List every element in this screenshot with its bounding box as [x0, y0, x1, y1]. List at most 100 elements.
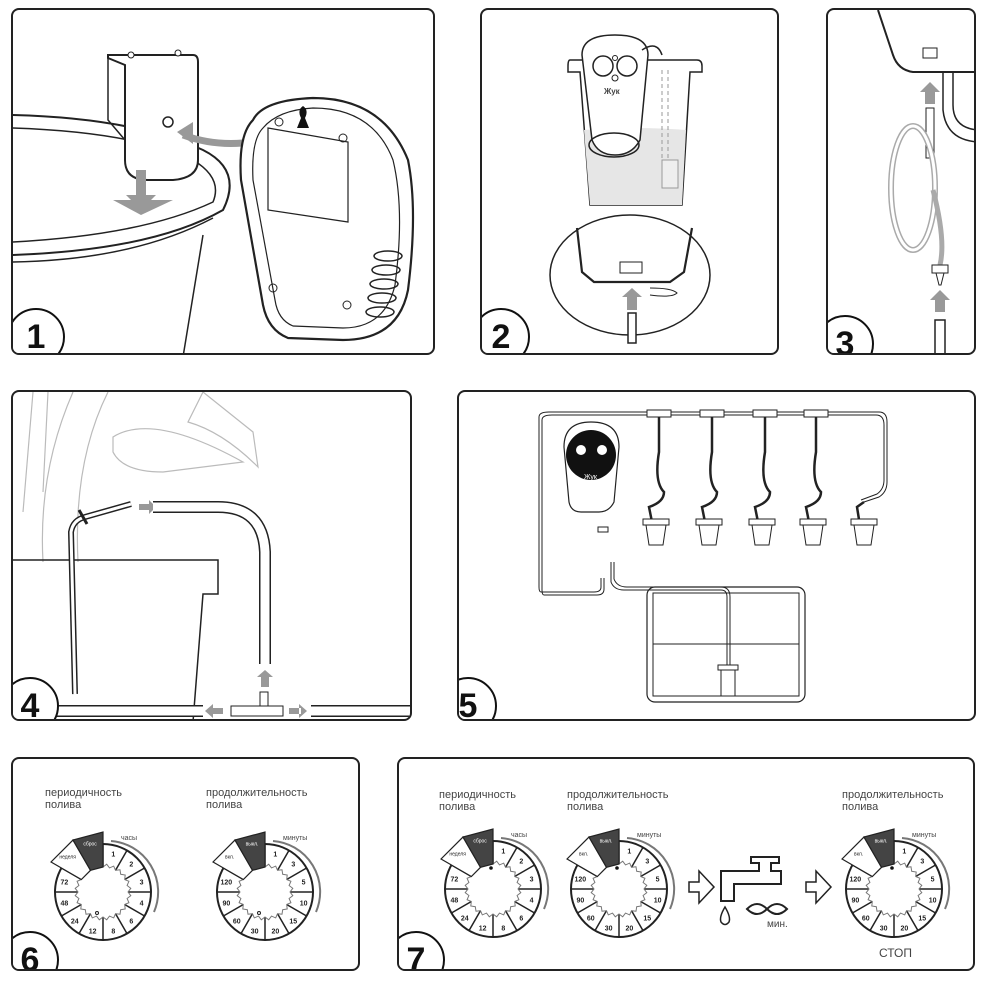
dial-pointer-dot: [257, 911, 261, 915]
dial-tick-label: 48: [450, 897, 458, 904]
dial-tick-label: 5: [931, 877, 935, 884]
dial-divider: [594, 910, 608, 931]
dial-pointer-dot: [615, 866, 619, 870]
dial-tick-label: 72: [60, 880, 68, 887]
dial-tab-white-label: вкл.: [854, 852, 863, 858]
dial-hub: [865, 860, 923, 918]
dial-scale-arc: [110, 840, 160, 913]
dial-tab-white-label: вкл.: [579, 852, 588, 858]
arrow-right-icon: [688, 869, 716, 905]
dial-unit-label: часы: [511, 832, 527, 839]
dial-tick-label: 3: [140, 880, 144, 887]
step-2-illustration: [549, 34, 711, 344]
dial-tick-label: 3: [645, 859, 649, 866]
step-number-badge: 1: [13, 308, 65, 353]
dial-tick-label: 10: [300, 900, 308, 907]
duration-title-final: продолжительность полива: [842, 789, 944, 813]
dial-tab-dark: [863, 828, 895, 869]
dial-pointer-dot: [489, 866, 493, 870]
panel-step-2: Жук 2: [480, 8, 779, 355]
dial-tick-label: 120: [221, 880, 233, 887]
step-number-badge: 2: [482, 308, 530, 353]
dial-divider: [630, 847, 644, 868]
dial-divider: [61, 903, 82, 917]
step-3-illustration: [877, 10, 974, 353]
dial-tick-label: 60: [862, 915, 870, 922]
dial-divider: [240, 913, 254, 934]
dial-tick-label: 8: [501, 926, 505, 933]
dial-tab-white-label: вкл.: [225, 855, 234, 861]
dial-tab-dark-label: сброс: [83, 842, 97, 848]
dial-tick-label: 90: [851, 897, 859, 904]
dial-divider: [451, 900, 472, 914]
dial-divider: [504, 847, 518, 868]
water-drop-icon: [719, 905, 731, 926]
dial-tick-label: 5: [656, 877, 660, 884]
dial-divider: [514, 864, 535, 878]
dial-tick-label: 20: [900, 926, 908, 933]
dial-divider: [276, 850, 290, 871]
frequency-title: периодичность полива: [45, 787, 122, 811]
panel-step-3: 3: [826, 8, 976, 355]
dial-tab-dark: [462, 828, 494, 869]
dial-divider: [852, 900, 873, 914]
dial-tick-label: 6: [519, 915, 523, 922]
dial-tick-label: 2: [129, 862, 133, 869]
dial-tick-label: 72: [450, 877, 458, 884]
dial-tick-label: 30: [251, 929, 259, 936]
dial-hub: [464, 860, 522, 918]
stop-label: СТОП: [879, 946, 913, 960]
dial-tick-label: 1: [501, 848, 505, 855]
dial-tick-label: 12: [89, 929, 97, 936]
dial-tick-label: 3: [530, 877, 534, 884]
dial-tick-label: 15: [643, 915, 651, 922]
step-4-illustration: [13, 392, 410, 719]
dial-divider: [114, 913, 128, 934]
dial-divider: [640, 864, 661, 878]
dial-tick-label: 15: [918, 915, 926, 922]
dial-tick-label: 3: [920, 859, 924, 866]
dial-divider: [286, 867, 307, 881]
dial-tab-dark-label: сброс: [473, 839, 487, 845]
dial-tab-dark: [234, 831, 266, 872]
dial-tick-label: 4: [530, 897, 534, 904]
dial-divider: [577, 900, 598, 914]
dial-tick-label: 120: [850, 877, 862, 884]
dial-divider: [504, 910, 518, 931]
step-1-illustration: [13, 49, 415, 353]
dial-unit-label: минуты: [637, 832, 661, 839]
dial-divider: [114, 850, 128, 871]
dial-tab-dark: [588, 828, 620, 869]
dial-divider: [223, 903, 244, 917]
dial-tick-label: 10: [654, 897, 662, 904]
dial-hub: [236, 863, 294, 921]
dial-tick-label: 8: [111, 929, 115, 936]
panel-step-6: периодичность полива продолжительность п…: [11, 757, 360, 971]
dial-divider: [286, 903, 307, 917]
dial-tick-label: 10: [929, 897, 937, 904]
dial-tick-label: 60: [587, 915, 595, 922]
dial-tick-label: 5: [302, 880, 306, 887]
dial-tick-label: 48: [60, 900, 68, 907]
dial-tick-label: 1: [902, 848, 906, 855]
dial-tick-label: 20: [271, 929, 279, 936]
dial-hub: [590, 860, 648, 918]
dial-tick-label: 24: [461, 915, 469, 922]
dial-unit-label: минуты: [283, 835, 307, 842]
dial-pointer-dot: [890, 866, 894, 870]
dial-scale-arc: [272, 840, 322, 913]
dial-pointer-dot: [95, 911, 99, 915]
dial-tick-label: 90: [576, 897, 584, 904]
panel-step-4: 4: [11, 390, 412, 721]
dial-divider: [514, 900, 535, 914]
dial-tab-dark-label: выкл.: [875, 839, 888, 845]
faucet-icon: [720, 856, 782, 902]
dial-scale-arc: [500, 837, 550, 910]
dial-tick-label: 30: [605, 926, 613, 933]
dial-tick-label: 2: [519, 859, 523, 866]
